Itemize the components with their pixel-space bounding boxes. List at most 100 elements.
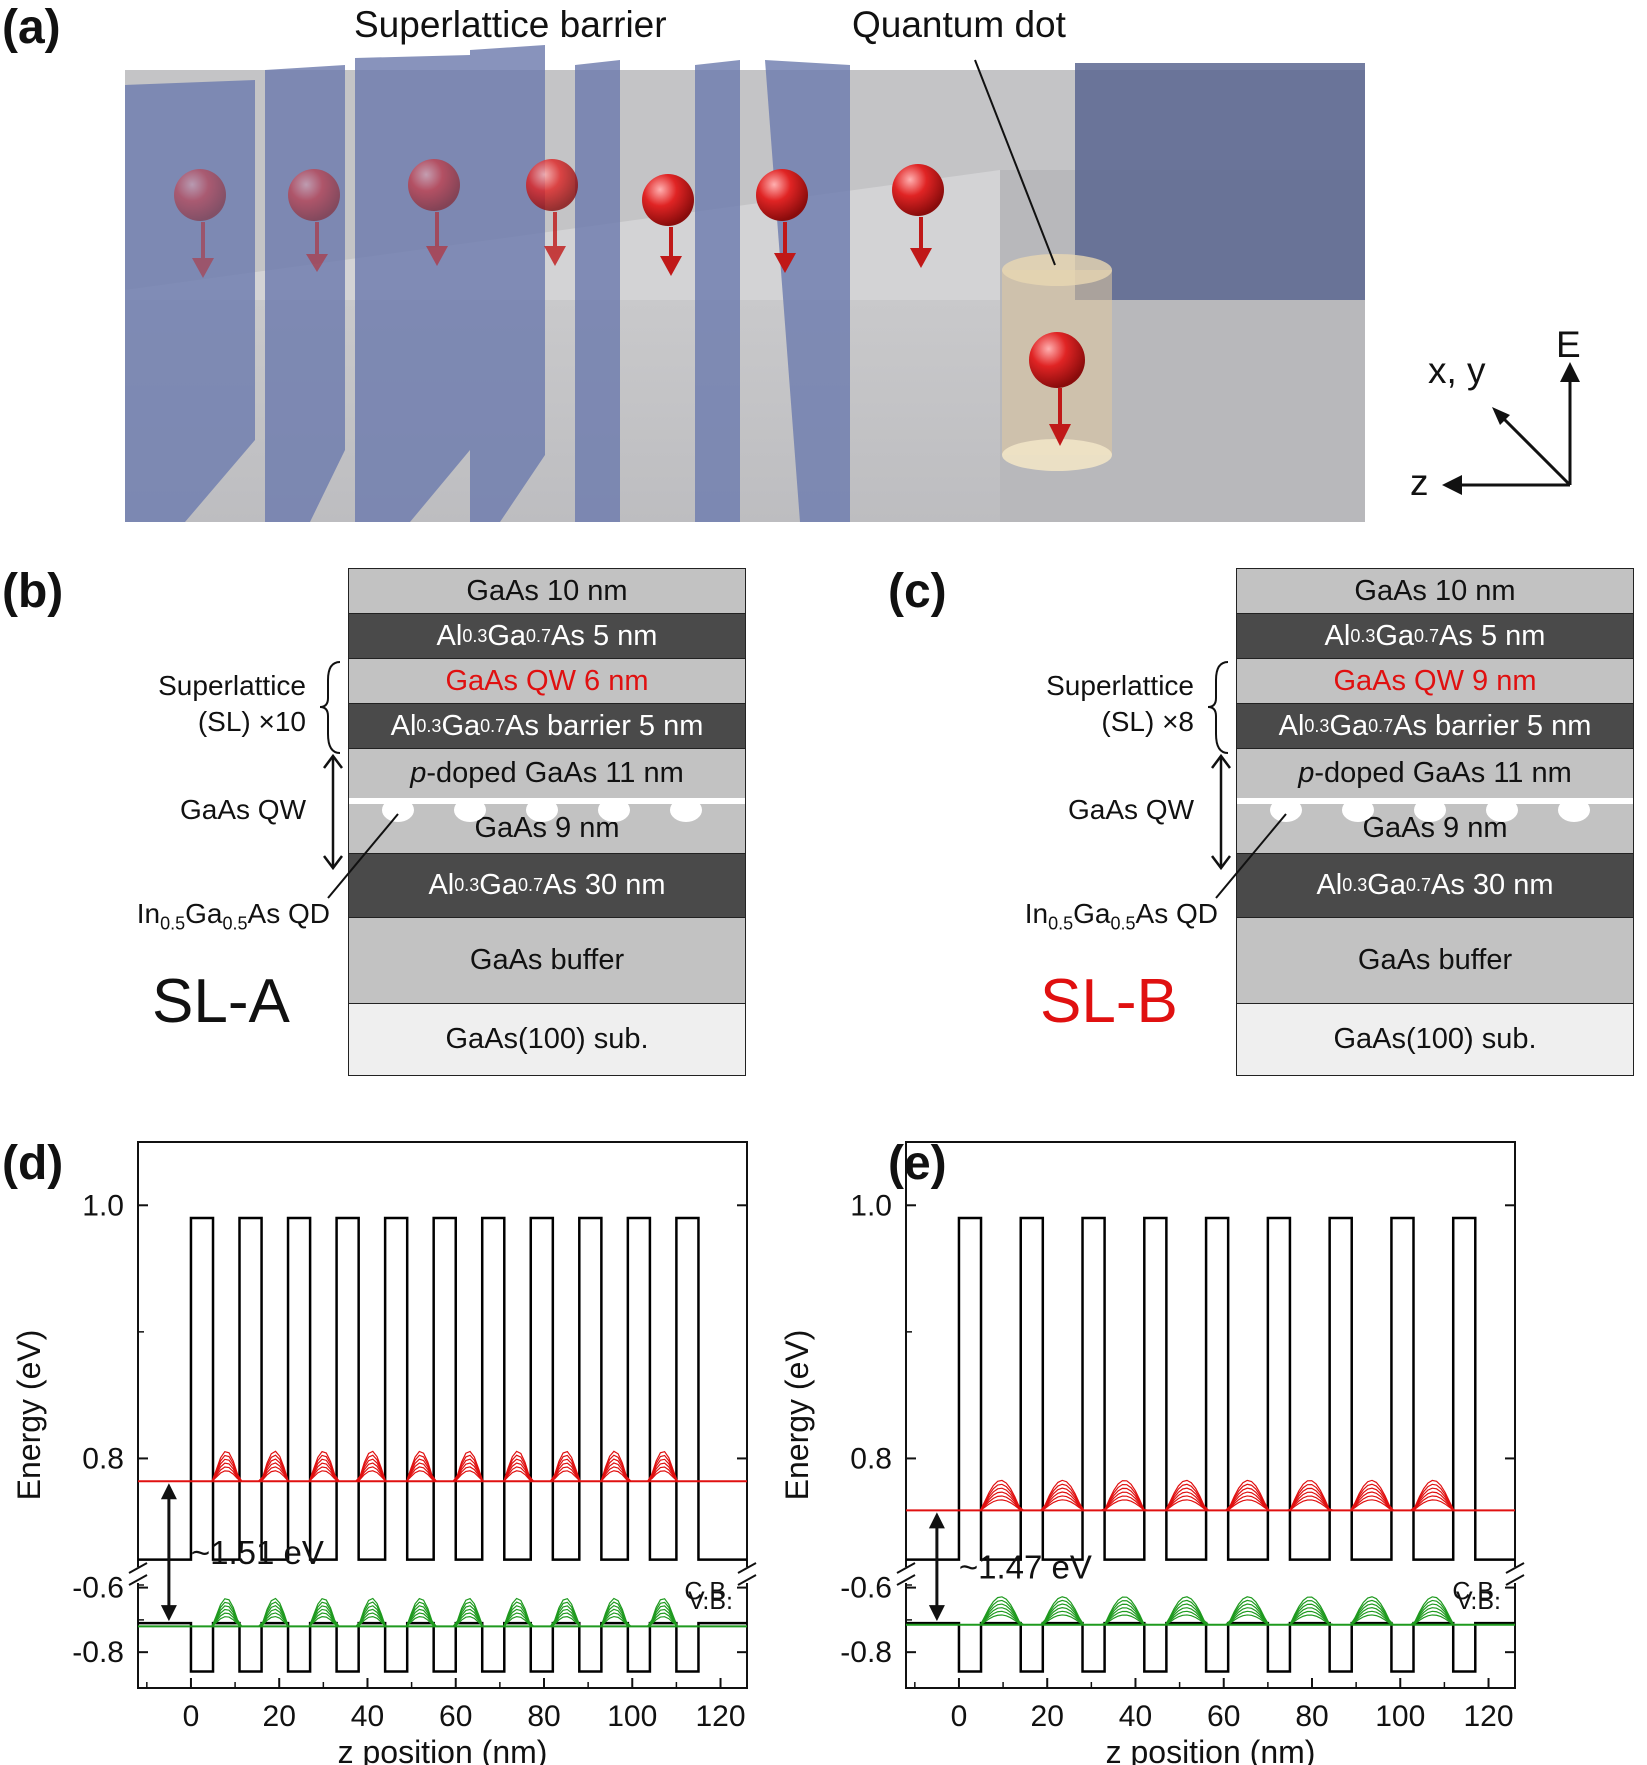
layer-gaas-qw: GaAs QW 9 nm [1237, 659, 1633, 704]
plot-frame [905, 1141, 1516, 1689]
side-label-qw-b: GaAs QW [179, 794, 306, 825]
layer-gaas-buffer: GaAs buffer [1237, 918, 1633, 1004]
electron-wavefunction [958, 1487, 1476, 1511]
callout-superlattice-barrier: Superlattice barrier [354, 4, 667, 45]
panel-label-e: (e) [888, 1137, 947, 1190]
electron-wavefunction [958, 1491, 1476, 1511]
electron-wavefunction [958, 1495, 1476, 1511]
x-tick-label: 120 [695, 1700, 745, 1733]
x-tick-label: 100 [607, 1700, 657, 1733]
y-tick-label: 0.8 [850, 1442, 892, 1475]
x-tick-label: 100 [1375, 1700, 1425, 1733]
quantum-dots-b [382, 798, 702, 822]
valence-band-profile [138, 1621, 747, 1673]
axis-break-mark [896, 1562, 916, 1574]
y-tick-label: 1.0 [850, 1189, 892, 1222]
sample-name-sl-a: SL-A [152, 967, 290, 1036]
axes-glyph [1442, 362, 1580, 495]
qw-arrow-c [1211, 753, 1231, 871]
vb-label: V.B. [1456, 1587, 1501, 1615]
x-tick-label: 60 [1207, 1700, 1240, 1733]
conduction-band-profile [138, 1216, 747, 1561]
panel-label-d: (d) [2, 1137, 64, 1190]
y-tick-label: 1.0 [82, 1189, 124, 1222]
brace-c [1207, 661, 1229, 754]
x-tick-label: 0 [183, 1700, 200, 1733]
callout-quantum-dot: Quantum dot [852, 4, 1066, 45]
plot-frame [137, 1141, 748, 1689]
x-tick-label: 80 [527, 1700, 560, 1733]
gap-energy-label: ~1.51 eV [191, 1534, 324, 1571]
x-tick-label: 20 [1031, 1700, 1064, 1733]
axis-break-mark [1505, 1562, 1525, 1574]
y-tick-label: -0.8 [72, 1636, 124, 1669]
electron-wavefunction [190, 1450, 699, 1482]
y-tick-label: -0.6 [72, 1572, 124, 1605]
axis-break-mark [896, 1574, 916, 1586]
side-label-superlattice-c: Superlattice(SL) ×8 [1046, 670, 1194, 738]
layer-substrate: GaAs(100) sub. [349, 1004, 745, 1075]
side-label-qd-c: In0.5Ga0.5As QD [1024, 898, 1218, 934]
y-tick-label: -0.8 [840, 1636, 892, 1669]
cb-label: C.B. [684, 1578, 733, 1606]
gap-arrow-head-down [160, 1605, 177, 1622]
layer-p-doped-gaas: p-doped GaAs 11 nm [349, 749, 745, 804]
electron-wavefunction [958, 1479, 1476, 1511]
qd-pointer-b [327, 813, 399, 899]
conduction-band-profile [906, 1216, 1515, 1561]
gap-arrow-head-down [928, 1605, 945, 1622]
hole-wavefunction [958, 1610, 1476, 1626]
hole-wavefunction [958, 1599, 1476, 1626]
axis-label-e: E [1556, 324, 1581, 365]
axis-break-mark [737, 1574, 757, 1586]
superlattice-3d-illustration [125, 45, 1365, 522]
x-tick-label: 80 [1295, 1700, 1328, 1733]
axis-break-mark [737, 1562, 757, 1574]
vb-label: V.B. [688, 1587, 733, 1615]
axis-break-mark [1505, 1574, 1525, 1586]
y-axis-label: Energy (eV) [11, 1330, 47, 1501]
qw-arrow-b [323, 753, 343, 871]
electron-wavefunction [958, 1499, 1476, 1511]
hole-wavefunction [958, 1603, 1476, 1626]
y-axis-label: Energy (eV) [779, 1330, 815, 1501]
panel-label-b: (b) [2, 565, 64, 618]
panel-label-a: (a) [2, 1, 61, 54]
y-tick-label: -0.6 [840, 1572, 892, 1605]
x-tick-label: 0 [951, 1700, 968, 1733]
cb-label: C.B. [1452, 1578, 1501, 1606]
layer-gaas-qw: GaAs QW 6 nm [349, 659, 745, 704]
axis-break-mark [128, 1562, 148, 1574]
layer-gaas-buffer: GaAs buffer [349, 918, 745, 1004]
y-tick-label: 0.8 [82, 1442, 124, 1475]
sample-name-sl-b: SL-B [1040, 967, 1178, 1036]
x-tick-label: 60 [439, 1700, 472, 1733]
gap-energy-label: ~1.47 eV [959, 1549, 1092, 1586]
side-label-qw-c: GaAs QW [1067, 794, 1194, 825]
quantum-dots-c [1270, 798, 1590, 822]
x-tick-label: 40 [1119, 1700, 1152, 1733]
band-diagram-chart-e: 0 20 40 60 80 100 120 1.0 0.8 -0.6 -0.8 z position … [779, 1141, 1525, 1765]
gap-arrow-head-up [928, 1512, 945, 1529]
qd-pointer-c [1215, 813, 1287, 899]
layer-gaas-cap: GaAs 10 nm [1237, 569, 1633, 614]
layer-substrate: GaAs(100) sub. [1237, 1004, 1633, 1075]
x-axis-label: z position (nm) [1106, 1734, 1316, 1765]
x-tick-label: 120 [1463, 1700, 1513, 1733]
side-label-qd-b: In0.5Ga0.5As QD [136, 898, 330, 934]
gap-arrow-head-up [160, 1483, 177, 1500]
side-label-superlattice-b: Superlattice(SL) ×10 [158, 670, 306, 738]
valence-band-profile [906, 1621, 1515, 1673]
axis-label-z: z [1410, 462, 1429, 503]
axis-break-mark [128, 1574, 148, 1586]
electron-spins [174, 159, 1085, 446]
